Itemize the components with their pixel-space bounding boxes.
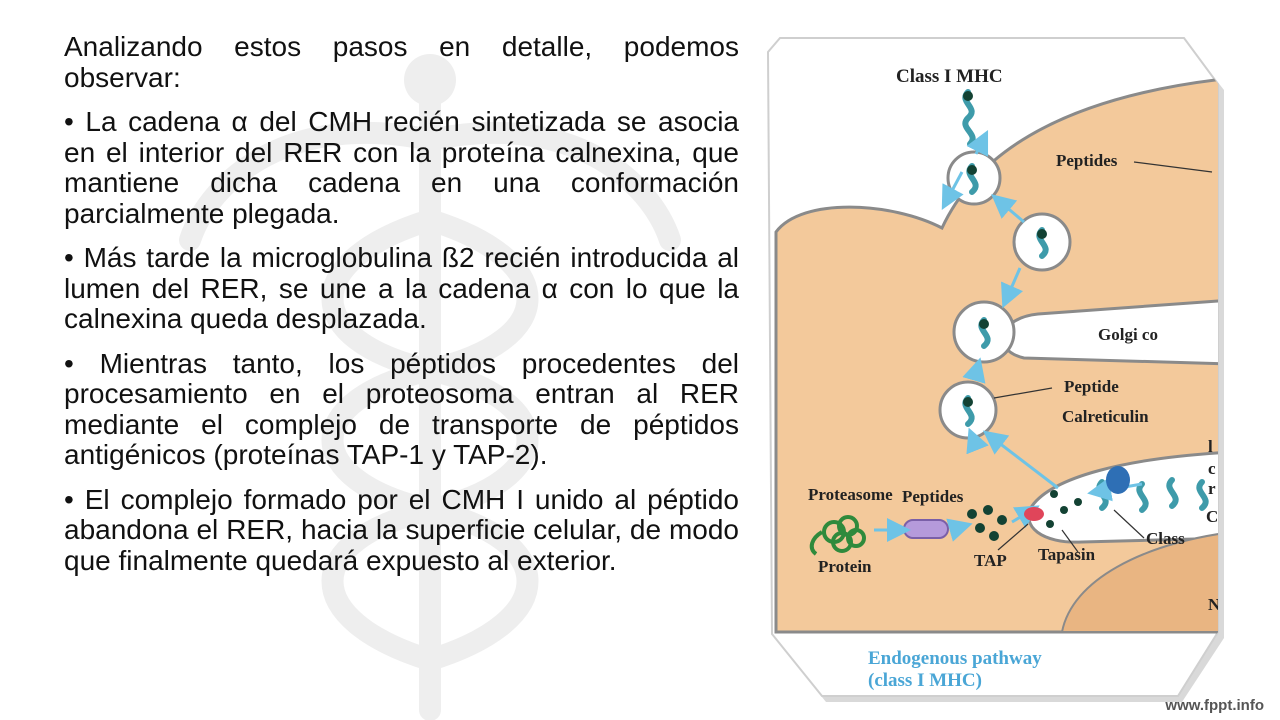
intro-paragraph: Analizando estos pasos en detalle, podem… [64,31,739,93]
bullet-microglobulina: • Más tarde la microglobulina ß2 recién … [64,242,739,334]
caption-line1: Endogenous pathway [868,648,1042,669]
label-edge-N: N [1208,595,1221,614]
label-golgi: Golgi co [1098,325,1158,344]
tap-transporter [1024,507,1044,521]
label-class: Class [1146,529,1185,548]
label-protein: Protein [818,557,872,576]
label-edge-l: l [1208,437,1213,456]
label-peptide: Peptide [1064,377,1119,396]
caduceus-watermark [179,54,681,720]
bullet-complejo: • El complejo formado por el CMH I unido… [64,483,739,576]
label-edge-C: C [1206,507,1218,526]
pathway-figure: Class I MHC Peptides Golgi co Peptide Ca… [762,32,1230,708]
endogenous-pathway-diagram: Class I MHC Peptides Golgi co Peptide Ca… [766,37,1224,702]
rough-er [1027,450,1218,544]
caption-line2: (class I MHC) [868,670,982,691]
label-tapasin: Tapasin [1038,545,1096,564]
label-leaders [993,161,1213,553]
label-edge-c: c [1208,459,1216,478]
label-tap: TAP [974,551,1007,570]
er-peptides [1046,490,1082,528]
proteasome-shape [903,519,949,539]
protein-coil [809,515,866,556]
bullet-calnexina: • La cadena α del CMH recién sintetizada… [64,106,739,229]
bound-peptides [963,91,1047,407]
label-calreticulin: Calreticulin [1062,407,1149,426]
calreticulin-shape [1106,466,1130,494]
pathway-arrows [941,129,1143,529]
label-class-mhc: Class I MHC [896,66,1003,87]
label-proteasome: Proteasome [808,485,893,504]
nucleus [1060,530,1218,633]
label-peptides-bottom: Peptides [902,487,964,506]
label-edge-r: r [1208,479,1216,498]
cytosolic-peptides [967,505,1007,541]
bullet-peptidos: • Mientras tanto, los péptidos procedent… [64,347,739,470]
footer-website: www.fppt.info [1165,697,1264,714]
label-peptides-top: Peptides [1056,151,1118,170]
slide-text: Analizando estos pasos en detalle, podem… [64,31,739,590]
